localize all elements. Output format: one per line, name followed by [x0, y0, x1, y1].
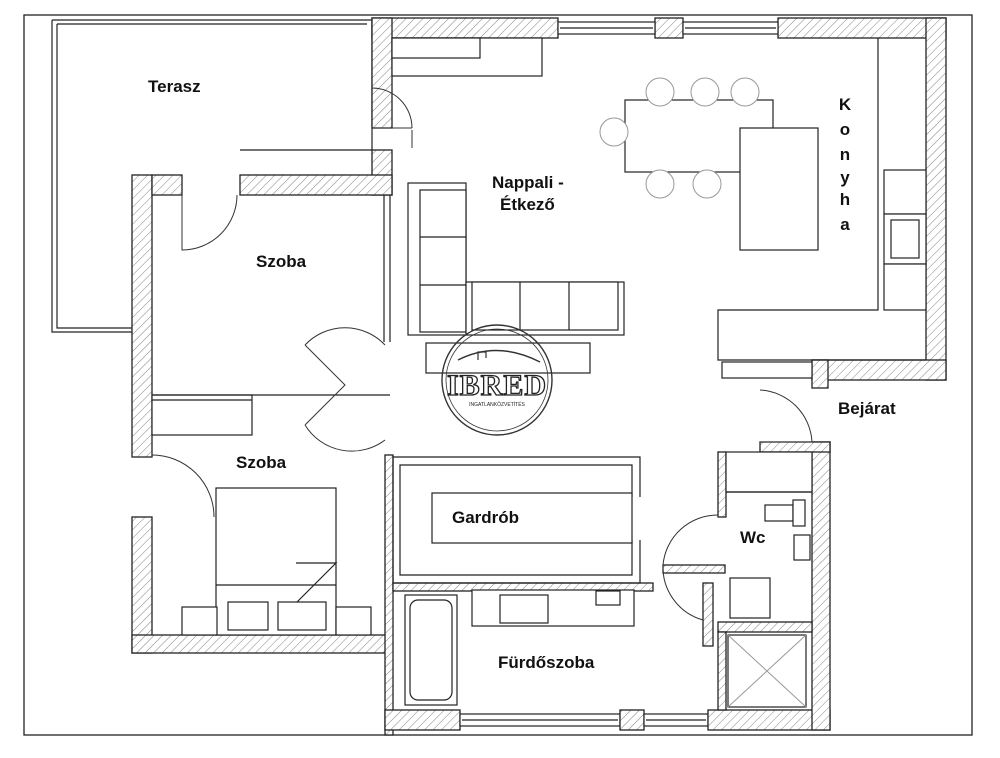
bed: [181, 487, 372, 636]
walls: [131, 17, 947, 736]
label-living-line1: Nappali -: [492, 173, 564, 192]
label-entrance: Bejárat: [838, 399, 896, 418]
label-bathroom: Fürdőszoba: [498, 653, 595, 672]
kitchen-counter: [391, 37, 927, 379]
label-room-lower: Szoba: [236, 453, 287, 472]
label-kitchen-letter: y: [840, 168, 850, 187]
watermark-logo: IBRED INGATLANKÖZVETÍTÉS: [441, 324, 553, 436]
label-room-upper: Szoba: [256, 252, 307, 271]
label-kitchen-letter: a: [840, 215, 850, 234]
dining-set: [599, 77, 819, 251]
label-kitchen-letter: n: [840, 145, 850, 164]
sofa: [407, 182, 625, 374]
label-kitchen: K o n y h a: [839, 95, 852, 234]
label-kitchen-letter: h: [840, 190, 850, 209]
bathroom-fixtures: [404, 589, 635, 706]
label-kitchen-letter: o: [840, 120, 850, 139]
wardrobe-unit: [392, 456, 641, 584]
room-upper-closet: [151, 195, 391, 436]
wc-fixtures: [725, 451, 813, 708]
label-kitchen-letter: K: [839, 95, 852, 114]
label-wardrobe: Gardrób: [452, 508, 519, 527]
label-terrace: Terasz: [148, 77, 201, 96]
label-wc: Wc: [740, 528, 766, 547]
frame-border: [23, 14, 973, 736]
label-living-line2: Étkező: [500, 195, 555, 214]
doors: [151, 87, 813, 621]
watermark-logo-subtext: INGATLANKÖZVETÍTÉS: [469, 401, 525, 408]
watermark-logo-text: IBRED: [447, 369, 547, 402]
